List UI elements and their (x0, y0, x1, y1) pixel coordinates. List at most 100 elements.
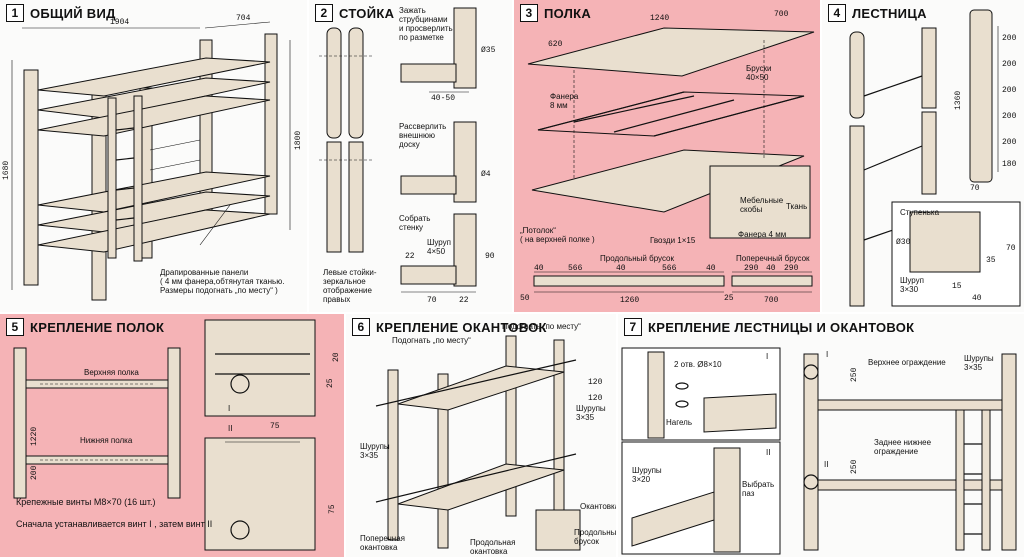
dim-d: 566 (662, 264, 677, 273)
panel-number: 4 (828, 4, 846, 22)
note-screw: Шуруп 4×50 (427, 238, 451, 256)
dim-j: 25 (724, 294, 734, 303)
dim-height-right: 1800 (294, 130, 303, 150)
panel-header: 4 ЛЕСТНИЦА (828, 4, 927, 22)
mark-one: I (766, 352, 769, 361)
label-lower-shelf: Нижняя полка (80, 436, 133, 445)
note-screws: Крепежные винты М8×70 (16 шт.) (16, 497, 156, 507)
ladder-mounting-drawing (621, 347, 1017, 555)
panel-header: 7 КРЕПЛЕНИЕ ЛЕСТНИЦЫ И ОКАНТОВОК (624, 318, 914, 336)
dim-b: 566 (568, 264, 583, 273)
note-holes: 2 отв. Ø8×10 (674, 360, 722, 369)
shelf-mounting-drawing (13, 319, 316, 551)
dim-c: 75 (270, 422, 280, 431)
mark-one: I (228, 404, 231, 413)
label-upper-shelf: Верхняя полка (84, 368, 139, 377)
dim-depth: 704 (236, 14, 251, 23)
note-assemble: Собрать стенку (399, 214, 431, 232)
dim-d: 15 (952, 282, 962, 291)
panel-number: 1 (6, 4, 24, 22)
note-screws-rail: Шурупы 3×35 (964, 354, 994, 372)
dim-step4: 200 (1002, 112, 1017, 121)
panel-title: СТОЙКА (339, 5, 395, 21)
shelf-exploded-drawing (527, 27, 815, 293)
dim-top: 120 (588, 378, 603, 387)
dim-step2: 200 (1002, 60, 1017, 69)
dim-ladder-height: 1360 (954, 90, 963, 110)
ladder-drawing (849, 9, 1021, 307)
dim-g: 40 (766, 264, 776, 273)
dim-upper: 250 (850, 367, 859, 382)
panel-number: 6 (352, 318, 370, 336)
dim-ladder-width: 70 (970, 184, 980, 193)
dim-rung: Ø30 (896, 238, 911, 247)
panel-title: КРЕПЛЕНИЕ ПОЛОК (30, 319, 165, 335)
dim-e: 40 (972, 294, 982, 303)
bunk-bed-drawing (11, 21, 291, 301)
panel-title: ЛЕСТНИЦА (852, 5, 927, 21)
dim-d: 22 (459, 296, 469, 305)
dim-d: 75 (328, 504, 337, 514)
note-fit-left: Подогнать „по месту“ (392, 336, 471, 345)
dim-step5: 200 (1002, 138, 1017, 147)
note-groove: Выбрать паз (742, 480, 775, 498)
note-bars: Бруски 40×50 (746, 64, 772, 82)
note-fabric: Ткань (786, 202, 808, 211)
label-top-rail: Верхнее ограждение (868, 358, 946, 367)
mark-two: II (766, 448, 771, 457)
label-transverse-bar: Поперечный брусок (736, 254, 810, 263)
panel-number: 5 (6, 318, 24, 336)
panel-ladder-mounting: 7 КРЕПЛЕНИЕ ЛЕСТНИЦЫ И ОКАНТОВОК I II 2 о… (618, 314, 1024, 557)
note-plywood8: Фанера 8 мм (550, 92, 579, 110)
panel-number: 2 (315, 4, 333, 22)
label-step: Ступенька (900, 208, 940, 217)
dim-c: 70 (427, 296, 437, 305)
mark-three: I (826, 350, 829, 359)
dim-total: 1260 (620, 296, 640, 305)
panel-title: ПОЛКА (544, 5, 592, 21)
label-longitudinal-bar: Продольный брусок (574, 528, 616, 546)
dim-lower: 250 (850, 459, 859, 474)
dim-depth: 40-50 (431, 94, 456, 103)
dim-a: 20 (332, 352, 341, 362)
dim-b: 25 (326, 378, 335, 388)
edging-drawing (375, 335, 581, 551)
dim-c: 40 (616, 264, 626, 273)
dim-step3: 200 (1002, 86, 1017, 95)
label-longitudinal-bar: Продольный брусок (600, 254, 674, 263)
note-screws-right: Шурупы 3×35 (576, 404, 606, 422)
dim-pin: Ø4 (481, 170, 491, 179)
dim-half: 620 (548, 40, 563, 49)
note-clamp: Зажать струбцинами и просверлить по разм… (399, 6, 453, 42)
panel-post: 2 СТОЙКА Зажать струбцинами и просверлить… (309, 0, 512, 312)
label-edging: Окантовка (580, 502, 616, 511)
dim-span: 1220 (30, 426, 39, 446)
dim-height-left: 1680 (2, 160, 11, 180)
dim-f: 290 (744, 264, 759, 273)
dim-i: 50 (520, 294, 530, 303)
dim-tw: 700 (764, 296, 779, 305)
note-order: Сначала устанавливается винт I , затем в… (16, 519, 213, 529)
panel-number: 7 (624, 318, 642, 336)
panel-title: КРЕПЛЕНИЕ ЛЕСТНИЦЫ И ОКАНТОВОК (648, 319, 915, 335)
mark-four: II (824, 460, 829, 469)
dim-c: 35 (986, 256, 996, 265)
dim-length: 1240 (650, 14, 670, 23)
drapery-note: Драпированные панели ( 4 мм фанера,обтян… (160, 268, 285, 295)
label-transverse-edging: Поперечная окантовка (360, 534, 405, 552)
dim-a: 22 (405, 252, 415, 261)
dim-bottom: 200 (30, 465, 39, 480)
mark-two: II (228, 424, 233, 433)
dim-length: 1904 (110, 18, 130, 27)
note-nails: Гвозди 1×15 (650, 236, 696, 245)
dim-a: 40 (534, 264, 544, 273)
dim-hole: Ø35 (481, 46, 496, 55)
label-back-rail: Заднее нижнее ограждение (874, 438, 932, 456)
note-screws: Шурупы 3×20 (632, 466, 662, 484)
note-ceiling: „Потолок“ ( на верхней полке ) (520, 226, 595, 244)
note-plywood4: Фанера 4 мм (738, 230, 787, 239)
note-staples: Мебельные скобы (740, 196, 784, 214)
